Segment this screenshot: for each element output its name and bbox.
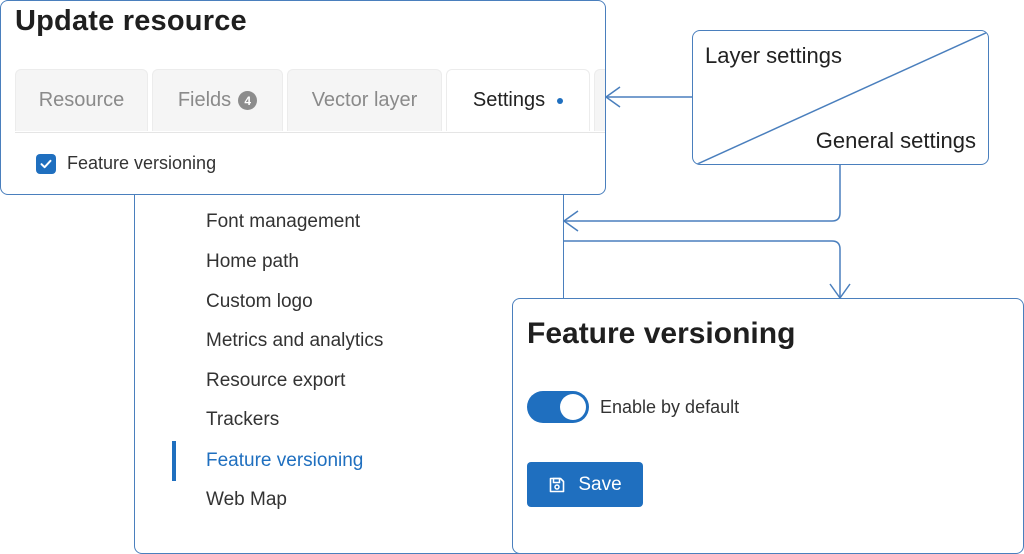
general-settings-label: General settings xyxy=(815,128,976,153)
nav-item-trackers[interactable]: Trackers xyxy=(206,409,280,430)
checkbox-label: Feature versioning xyxy=(67,153,217,173)
tabs-divider xyxy=(15,132,605,133)
page-title: Update resource xyxy=(15,5,247,37)
enable-by-default-row[interactable]: Enable by default xyxy=(527,391,739,423)
settings-split-box: Layer settings General settings xyxy=(692,30,989,165)
enable-by-default-toggle[interactable] xyxy=(527,391,589,423)
count-badge: 4 xyxy=(238,91,258,110)
update-resource-panel: Update resource Resource Fields 4 Vector… xyxy=(0,0,606,195)
nav-item-metrics-and-analytics[interactable]: Metrics and analytics xyxy=(206,330,384,351)
save-button[interactable]: Save xyxy=(527,462,643,507)
tab-overflow[interactable] xyxy=(594,69,605,131)
nav-item-feature-versioning[interactable]: Feature versioning xyxy=(206,450,364,471)
tab-settings[interactable]: Settings xyxy=(446,69,590,131)
tab-vector-layer[interactable]: Vector layer xyxy=(287,69,442,131)
nav-item-font-management[interactable]: Font management xyxy=(206,211,361,232)
save-icon xyxy=(550,477,565,492)
check-icon xyxy=(40,159,52,168)
settings-nav-panel: Font management Home path Custom logo Me… xyxy=(134,170,564,554)
toggle-label: Enable by default xyxy=(600,396,740,417)
unsaved-dot-icon xyxy=(557,97,564,104)
feature-versioning-panel: Feature versioning Enable by default Sav… xyxy=(512,298,1024,554)
checkbox[interactable] xyxy=(36,153,56,174)
tab-label: Resource xyxy=(38,89,125,111)
layer-settings-label: Layer settings xyxy=(705,43,842,68)
active-nav-marker xyxy=(172,441,176,481)
tab-label: Vector layer xyxy=(311,89,418,111)
save-button-label: Save xyxy=(578,473,622,495)
tab-label: Settings xyxy=(472,89,546,111)
feature-versioning-checkbox-row[interactable]: Feature versioning xyxy=(36,153,216,174)
diagonal-divider xyxy=(695,31,988,164)
nav-item-home-path[interactable]: Home path xyxy=(206,251,299,272)
toggle-knob xyxy=(560,394,586,420)
tab-resource[interactable]: Resource xyxy=(15,69,148,131)
tab-fields[interactable]: Fields 4 xyxy=(152,69,283,131)
nav-item-custom-logo[interactable]: Custom logo xyxy=(206,291,313,312)
section-title: Feature versioning xyxy=(527,317,796,350)
nav-item-web-map[interactable]: Web Map xyxy=(206,489,287,510)
tab-bar: Resource Fields 4 Vector layer Settings xyxy=(15,69,605,133)
tab-label: Fields xyxy=(177,89,232,111)
nav-item-resource-export[interactable]: Resource export xyxy=(206,370,346,391)
